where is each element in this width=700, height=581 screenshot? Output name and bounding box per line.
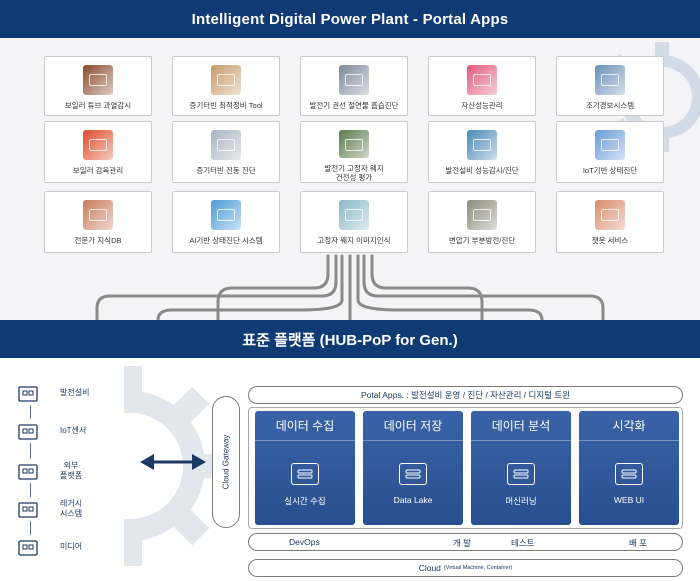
app-card-label: IoT기반 상태진단 [582, 166, 638, 175]
stator-wedge-icon [339, 130, 369, 158]
app-card[interactable]: 고정자 웨지 이미지인식 [300, 191, 408, 253]
app-card[interactable]: 전문가 지식DB [44, 191, 152, 253]
app-card[interactable]: IoT기반 상태진단 [556, 121, 664, 183]
cloud-gateway: Cloud Gateway [212, 396, 240, 528]
early-warning-icon [595, 65, 625, 95]
apm-wheel-icon [467, 65, 497, 95]
devops-deploy-label: 배 포 [629, 538, 648, 548]
platform-module: 데이터 저장 Data Lake [363, 411, 463, 525]
transformer-icon [467, 200, 497, 230]
data-source-item: 외부 플랫폼 [16, 456, 126, 486]
boiler-tube-image-icon [83, 65, 113, 95]
app-card-label: 보일러 튜브 과열감시 [64, 101, 132, 110]
module-title: 데이터 저장 [363, 411, 463, 441]
app-card[interactable]: 변압기 부분방전/진단 [428, 191, 536, 253]
cloud-gateway-label: Cloud Gateway [221, 434, 231, 490]
platform-module: 시각화 WEB UI [579, 411, 679, 525]
app-card[interactable]: 증기터빈 최적정비 Tool [172, 56, 280, 116]
app-card-label: 발전설비 성능감시/진단 [445, 166, 519, 175]
external-platform-icon [16, 459, 40, 483]
app-card[interactable]: 발전설비 성능감시/진단 [428, 121, 536, 183]
platform-title-bar: 표준 플랫폼 (HUB-PoP for Gen.) [0, 320, 700, 358]
platform-title: 표준 플랫폼 (HUB-PoP for Gen.) [242, 331, 458, 349]
module-sub-label: 실시간 수집 [284, 496, 326, 506]
plant-performance-icon [467, 130, 497, 160]
data-source-item: 발전설비 [16, 378, 126, 408]
module-sub-label: 머신러닝 [505, 496, 537, 506]
steam-turbine-tool-icon [211, 65, 241, 95]
cloud-sub-label: (Virtual Machine, Container) [443, 565, 513, 571]
app-card-label: AI기반 상태진단 시스템 [189, 236, 263, 245]
app-card[interactable]: AI기반 상태진단 시스템 [172, 191, 280, 253]
app-card-label: 전문가 지식DB [74, 236, 122, 245]
iot-diagnosis-icon [595, 130, 625, 160]
app-card[interactable]: 보일러 튜브 과열감시 [44, 56, 152, 116]
data-lake-icon [399, 463, 427, 485]
portal-apps-title: Intelligent Digital Power Plant - Portal… [191, 10, 509, 28]
app-card-label: 증기터빈 최적정비 Tool [189, 101, 263, 110]
app-card-label: 조기경보시스템 [585, 101, 635, 110]
app-card[interactable]: 증기터빈 진동 진단 [172, 121, 280, 183]
realtime-collect-icon [291, 463, 319, 485]
generator-winding-icon [339, 65, 369, 95]
boiler-thinning-heatmap-icon [83, 130, 113, 160]
data-source-label: 외부 플랫폼 [60, 461, 83, 480]
machine-learning-icon [507, 463, 535, 485]
expert-knowledge-icon [83, 200, 113, 230]
module-sub-label: Data Lake [393, 495, 433, 505]
app-card[interactable]: 자산성능관리 [428, 56, 536, 116]
cloud-bar: Cloud (Virtual Machine, Container) [248, 559, 683, 577]
portal-apps-label: Potal Apps. : 발전설비 운영 / 진단 / 자산관리 / 디지털 … [360, 390, 570, 400]
app-card-label: 발전기 권선 절연물 흡습진단 [309, 101, 399, 110]
bidirectional-arrow-icon [140, 454, 206, 470]
app-card-label: 보일러 감육관리 [72, 166, 124, 175]
app-card[interactable]: 발전기 고정자 웨지 건전성 평가 [300, 121, 408, 183]
data-source-item: 미디어 [16, 532, 126, 562]
portal-apps-title-bar: Intelligent Digital Power Plant - Portal… [0, 0, 700, 38]
chatbot-icon [595, 200, 625, 230]
module-title: 시각화 [579, 411, 679, 441]
data-source-label: 발전설비 [60, 388, 90, 397]
app-card-label: 증기터빈 진동 진단 [196, 166, 256, 175]
app-card[interactable]: 보일러 감육관리 [44, 121, 152, 183]
module-title: 데이터 수집 [255, 411, 355, 441]
portal-apps-bar: Potal Apps. : 발전설비 운영 / 진단 / 자산관리 / 디지털 … [248, 386, 683, 404]
app-connector-lines [95, 254, 605, 320]
app-card-label: 챗봇 서비스 [591, 236, 629, 245]
wedge-image-recognition-icon [339, 200, 369, 230]
devops-bar: DevOps 개 발 테스트 배 포 [248, 533, 683, 551]
devops-test-label: 테스트 [511, 538, 535, 548]
data-source-label: 미디어 [60, 542, 83, 551]
cloud-label: Cloud [418, 563, 441, 573]
data-source-item: IoT센서 [16, 416, 126, 446]
app-card-label: 변압기 부분방전/진단 [448, 236, 516, 245]
app-card-label: 자산성능관리 [461, 101, 503, 110]
media-icon [16, 535, 40, 559]
devops-dev-label: 개 발 [453, 538, 472, 548]
data-source-item: 레거시 시스템 [16, 494, 126, 524]
data-source-label: IoT센서 [60, 426, 87, 435]
data-source-label: 레거시 시스템 [60, 499, 83, 518]
web-ui-icon [615, 463, 643, 485]
iot-sensor-icon [16, 419, 40, 443]
ai-diagnosis-icon [211, 200, 241, 230]
app-card-label: 고정자 웨지 이미지인식 [317, 236, 391, 245]
app-card[interactable]: 조기경보시스템 [556, 56, 664, 116]
app-card-label: 발전기 고정자 웨지 건전성 평가 [324, 164, 384, 182]
legacy-system-icon [16, 497, 40, 521]
devops-label: DevOps [289, 537, 320, 547]
turbine-vibration-icon [211, 130, 241, 160]
module-sub-label: WEB UI [613, 495, 645, 505]
app-card[interactable]: 발전기 권선 절연물 흡습진단 [300, 56, 408, 116]
app-card[interactable]: 챗봇 서비스 [556, 191, 664, 253]
module-title: 데이터 분석 [471, 411, 571, 441]
factory-icon [16, 381, 40, 405]
